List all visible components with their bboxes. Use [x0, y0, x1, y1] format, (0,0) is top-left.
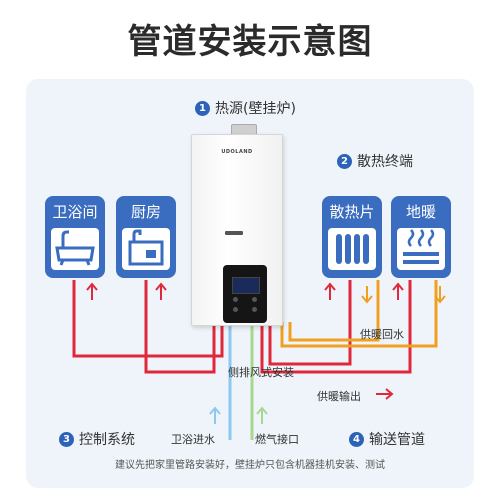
step-number: 4 [349, 431, 364, 447]
unit-kitchen: 厨房 [116, 196, 176, 278]
radiator-icon [336, 234, 369, 264]
step-number: 2 [337, 153, 352, 169]
boiler-vent [225, 231, 243, 235]
heating-supply-pipes [260, 280, 412, 374]
label-gas-inlet: 燃气接口 [255, 433, 299, 446]
step-label: 控制系统 [79, 432, 135, 448]
bathtub-icon [55, 230, 95, 266]
step-label: 输送管道 [369, 432, 425, 448]
hot-water-pipes [72, 280, 224, 374]
control-button [252, 297, 257, 302]
arrow-up-gas [256, 406, 268, 424]
label-bath-water-in: 卫浴进水 [171, 433, 215, 446]
arrow-up-radiator [324, 282, 336, 300]
arrow-up-water [209, 406, 221, 424]
unit-radiator: 散热片 [322, 196, 382, 278]
arrow-up-floor [392, 282, 404, 300]
step-pipes: 4 输送管道 [349, 429, 425, 449]
unit-label: 卫浴间 [52, 203, 98, 221]
unit-floor-heating: 地暖 [391, 196, 451, 278]
unit-label: 厨房 [130, 203, 161, 221]
arrow-right-supply [376, 388, 394, 400]
control-button [233, 307, 238, 312]
step-terminal: 2 散热终端 [337, 151, 413, 171]
control-button [252, 307, 257, 312]
brand-logo: UDOLAND [221, 149, 253, 155]
step-label: 散热终端 [357, 154, 413, 170]
installation-note: 建议先把家里管路安装好，壁挂炉只包含机器挂机安装、测试 [115, 460, 385, 471]
step-number: 3 [59, 431, 74, 447]
floor-heating-icon [403, 229, 439, 264]
label-heating-return: 供暖回水 [360, 328, 404, 341]
page-title: 管道安装示意图 [127, 22, 373, 62]
step-label: 热源(壁挂炉) [215, 101, 296, 117]
step-number: 1 [195, 100, 210, 116]
control-panel [223, 265, 267, 323]
label-heating-output: 供暖输出 [317, 390, 361, 403]
flow-arrows [86, 282, 446, 424]
unit-bathroom: 卫浴间 [45, 196, 105, 278]
unit-label: 地暖 [405, 203, 436, 221]
step-control: 3 控制系统 [59, 429, 135, 449]
arrow-down-floor [434, 286, 446, 304]
heating-return-pipes [280, 280, 438, 348]
arrow-up-bathroom [86, 282, 98, 300]
sink-icon [128, 229, 164, 266]
step-heat-source: 1 热源(壁挂炉) [195, 98, 296, 118]
display-screen [232, 277, 260, 294]
control-button [233, 297, 238, 302]
arrow-up-kitchen [155, 282, 167, 300]
arrow-down-radiator [361, 286, 373, 304]
unit-label: 散热片 [329, 203, 375, 221]
label-side-exhaust: 侧排风式安装 [228, 366, 294, 379]
